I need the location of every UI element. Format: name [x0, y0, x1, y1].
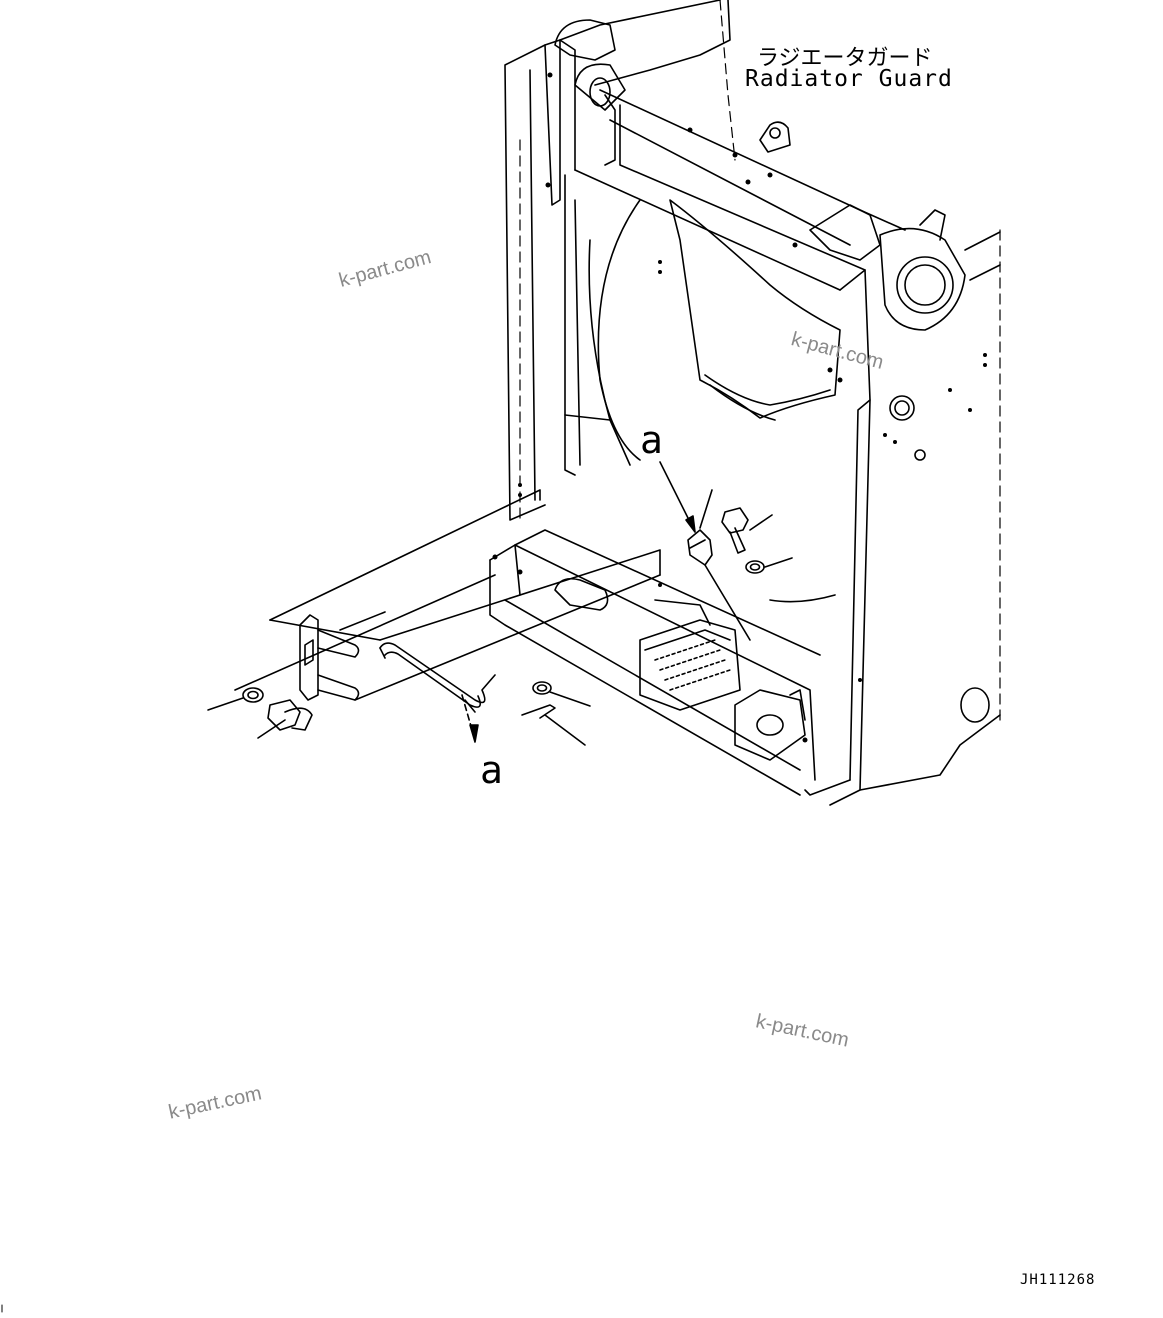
- callout-a-upper: a: [640, 418, 663, 462]
- exploded-parts: [207, 461, 836, 746]
- title-english: Radiator Guard: [745, 66, 953, 92]
- callout-a-lower: a: [480, 748, 503, 792]
- title-japanese: ラジエータガード: [757, 46, 933, 71]
- figure-id: JH111268: [1020, 1272, 1096, 1288]
- radiator-guard-frame: [489, 0, 1001, 806]
